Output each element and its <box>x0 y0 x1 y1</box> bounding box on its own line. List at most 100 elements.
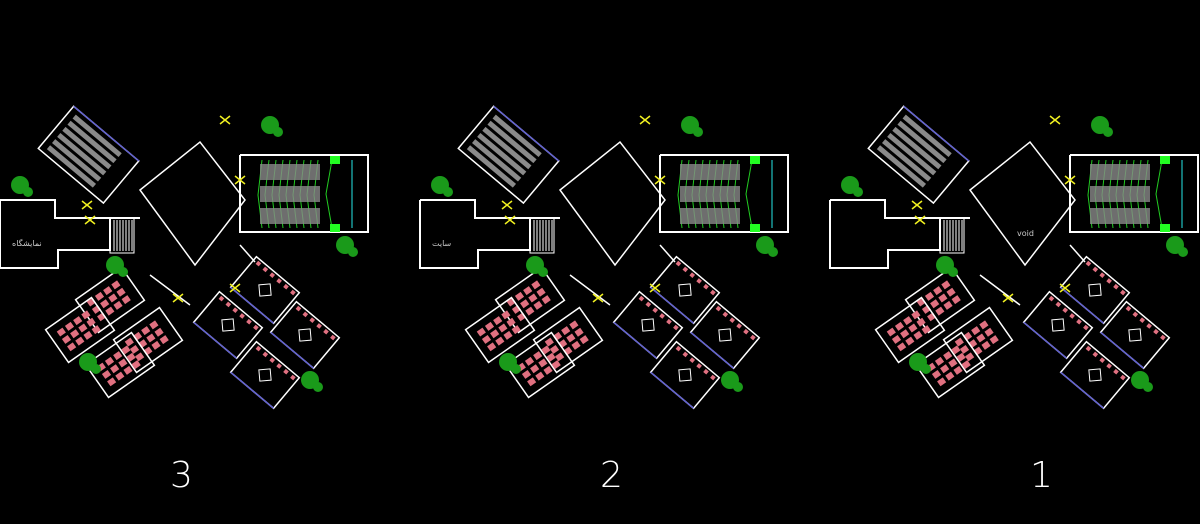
door-icon <box>654 175 666 185</box>
desk <box>931 369 942 379</box>
desk <box>135 352 145 362</box>
auditorium-wall <box>1069 154 1199 233</box>
glass-wall <box>270 331 315 369</box>
desk <box>935 306 945 316</box>
chair <box>246 318 252 325</box>
table <box>678 283 692 297</box>
library-wall <box>37 105 140 205</box>
stair-marker <box>330 156 340 164</box>
tree-canopy <box>921 364 931 374</box>
tree-icon <box>79 353 101 374</box>
library-wing <box>867 105 970 205</box>
door-icon <box>639 115 651 125</box>
chair <box>715 305 722 312</box>
desk <box>123 365 133 375</box>
floor-plan-3: نمایشگاه <box>0 105 369 410</box>
door-swing <box>654 175 666 185</box>
classroom-wall <box>914 331 986 399</box>
chair <box>1120 374 1126 381</box>
desk <box>959 344 970 354</box>
tree-canopy <box>538 267 548 277</box>
desk <box>574 327 584 337</box>
classroom <box>649 340 721 410</box>
tree-canopy <box>91 364 101 374</box>
desk <box>116 287 126 297</box>
chair <box>1092 351 1099 358</box>
desk <box>913 330 923 340</box>
auditorium <box>1069 154 1199 233</box>
desk <box>905 336 915 346</box>
chair <box>1106 363 1112 369</box>
tree-canopy <box>273 127 283 137</box>
left-wing <box>829 199 970 269</box>
desk <box>107 377 117 387</box>
chair <box>1069 313 1075 319</box>
door-icon <box>1049 115 1061 125</box>
desk <box>566 333 576 343</box>
desk <box>555 352 565 362</box>
chair <box>673 324 679 331</box>
door-icon <box>219 115 231 125</box>
classroom <box>942 306 1014 374</box>
wing-wall <box>420 199 560 219</box>
desk <box>536 287 546 297</box>
desk <box>503 330 513 340</box>
desk <box>965 352 975 362</box>
classroom-wall <box>84 331 156 399</box>
desk <box>91 325 101 335</box>
stage-edge <box>1155 159 1163 229</box>
bookshelf <box>492 114 542 158</box>
door-icon <box>501 200 513 210</box>
chair <box>666 318 672 325</box>
desk <box>129 344 140 354</box>
seat-block <box>680 186 740 202</box>
door-swing <box>81 200 93 210</box>
corridor <box>239 244 256 263</box>
desk <box>501 310 511 320</box>
desk <box>520 299 530 309</box>
door-swing <box>639 115 651 125</box>
desk <box>131 360 141 370</box>
corridor <box>569 274 611 306</box>
desk <box>101 369 112 379</box>
glass-wall <box>1060 286 1105 324</box>
table <box>641 318 655 332</box>
glass-wall <box>613 321 658 359</box>
bookshelf <box>897 120 947 164</box>
tree-icon <box>336 236 358 257</box>
chair <box>1146 323 1152 329</box>
desk <box>946 287 956 297</box>
desk <box>113 351 123 361</box>
desk <box>938 293 948 303</box>
room-label: سایت <box>432 239 452 248</box>
glass-wall <box>903 105 970 162</box>
tree-icon <box>681 116 703 137</box>
table <box>258 368 272 382</box>
tree-canopy <box>348 247 358 257</box>
door-swing <box>1049 115 1061 125</box>
chair <box>290 374 296 381</box>
classroom <box>1059 340 1131 410</box>
seat-block <box>1090 186 1150 202</box>
chair <box>638 295 645 302</box>
desk <box>86 317 96 327</box>
desk <box>954 337 964 347</box>
tree-canopy <box>733 382 743 392</box>
desk <box>511 325 521 335</box>
chair <box>703 368 709 375</box>
table <box>718 328 732 342</box>
chair <box>1132 311 1139 318</box>
door-icon <box>1059 283 1071 293</box>
desk <box>110 364 120 374</box>
desk <box>146 333 156 343</box>
classroom <box>1022 290 1094 360</box>
desk <box>530 364 540 374</box>
library-wall <box>867 105 970 205</box>
desk <box>916 317 926 327</box>
door-icon <box>1002 293 1014 303</box>
chair <box>722 311 729 318</box>
seat-block <box>680 164 740 180</box>
tree-canopy <box>23 187 33 197</box>
desk <box>903 316 913 326</box>
